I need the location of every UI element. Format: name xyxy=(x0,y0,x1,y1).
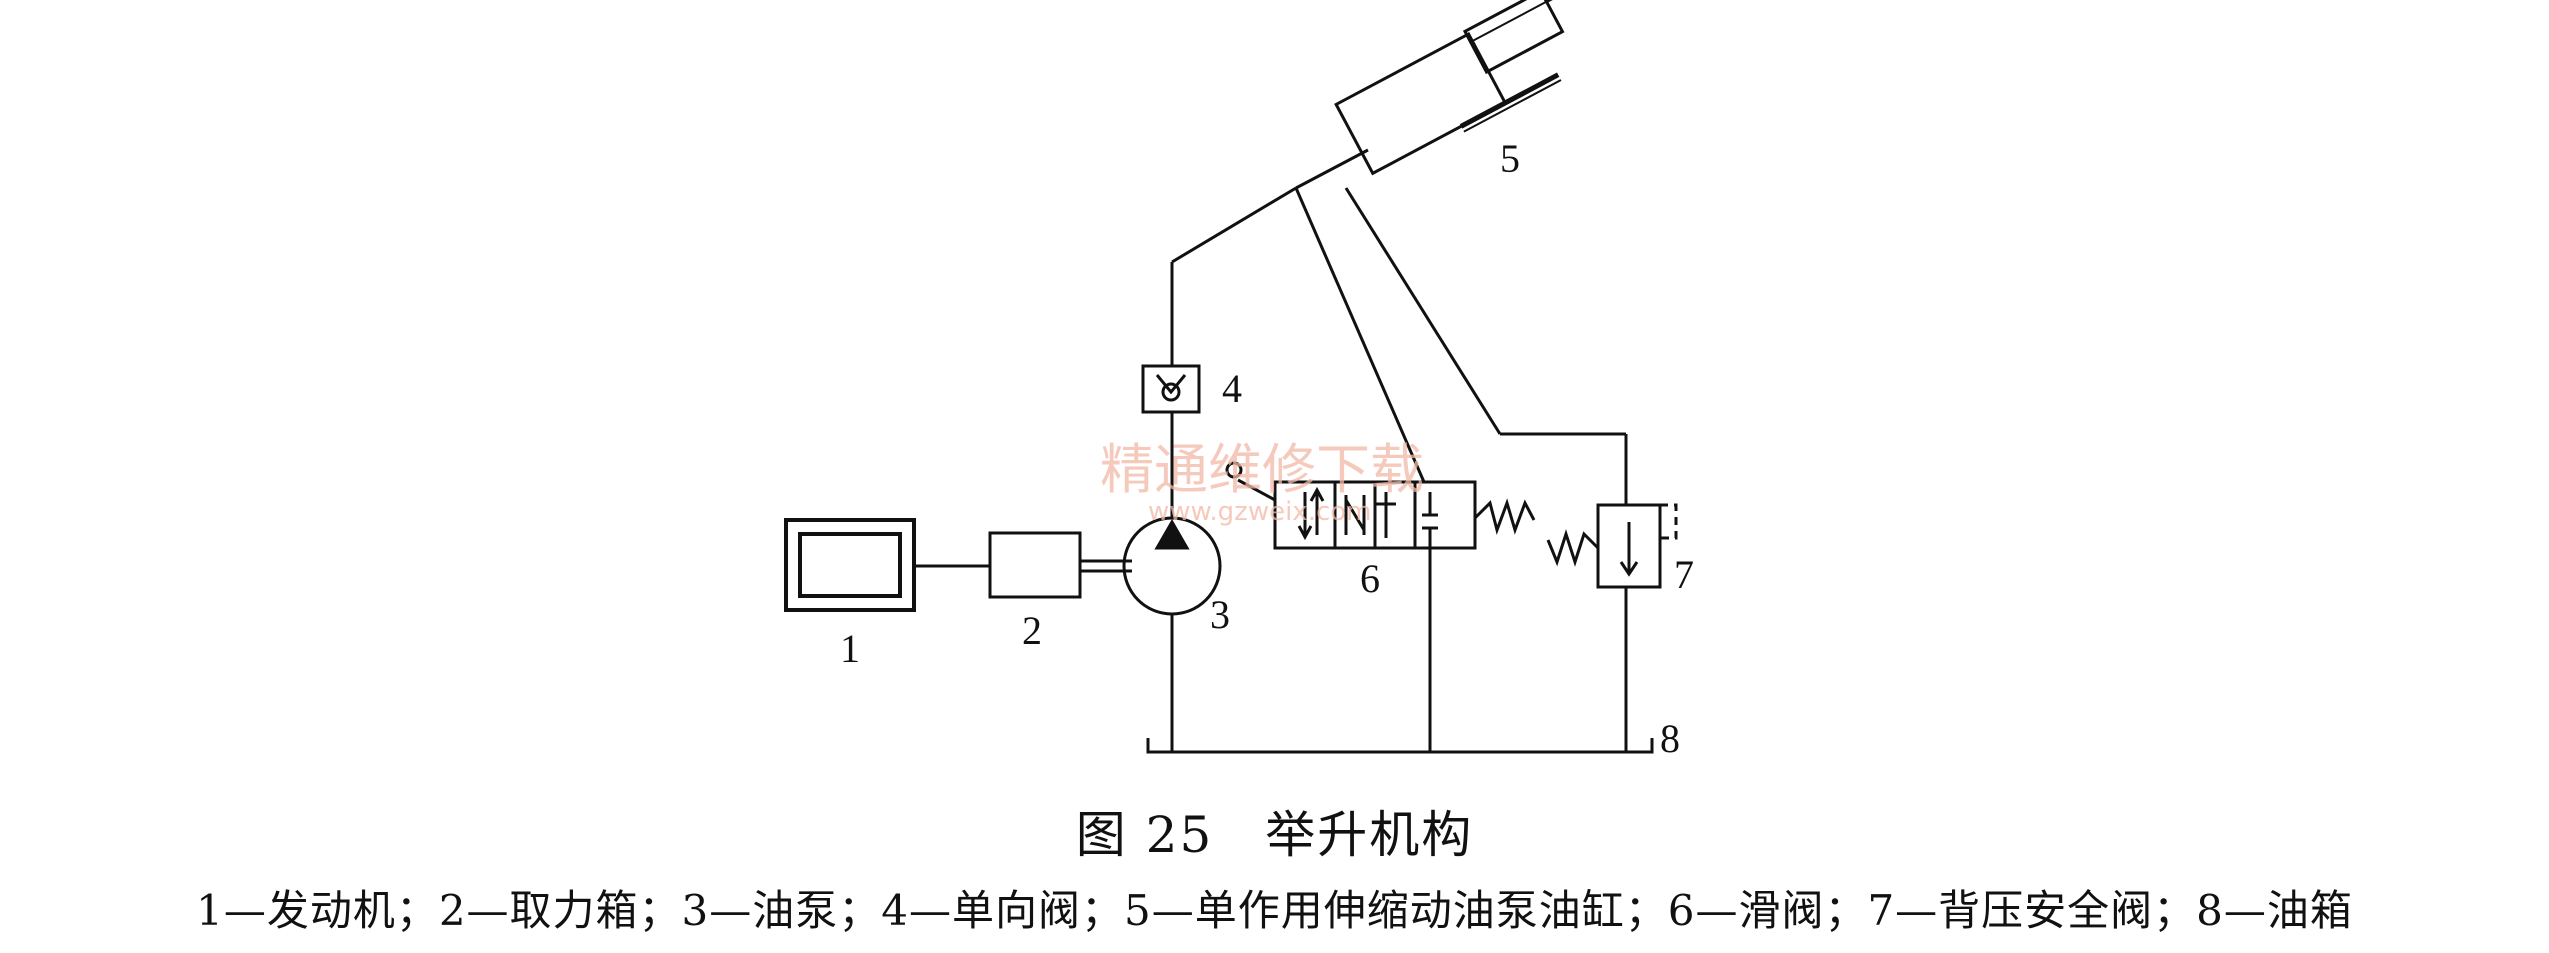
slide-valve-symbol xyxy=(1225,461,1536,550)
pump-symbol xyxy=(1122,516,1222,616)
telescopic-cylinder-symbol xyxy=(1334,0,1646,176)
line-to-junction xyxy=(1171,186,1297,264)
figure-caption: 图 25 举升机构 xyxy=(1075,806,1474,864)
line-cylinder-port-a xyxy=(1295,148,1369,190)
check-valve-symbol xyxy=(1141,364,1201,414)
relief-valve-symbol xyxy=(1546,503,1678,589)
label-check-valve: 4 xyxy=(1222,366,1242,411)
label-slide-valve: 6 xyxy=(1360,556,1380,601)
tank-symbol xyxy=(1146,738,1654,754)
line-cylinder-port-b xyxy=(1344,187,1502,435)
label-pump: 3 xyxy=(1210,592,1230,637)
label-tank: 8 xyxy=(1660,716,1680,761)
watermark-title: 精通维修下载 xyxy=(1100,438,1424,501)
watermark-url: www.gzweix.com xyxy=(1148,497,1372,527)
label-engine: 1 xyxy=(840,626,860,671)
pto-box-symbol xyxy=(988,531,1082,599)
line-to-slide-valve xyxy=(1294,187,1426,483)
engine-symbol xyxy=(784,518,916,612)
label-cylinder: 5 xyxy=(1500,136,1520,181)
figure-legend: 1—发动机；2—取力箱；3—油泵；4—单向阀；5—单作用伸缩动油泵油缸；6—滑阀… xyxy=(196,886,2353,935)
label-pto: 2 xyxy=(1022,608,1042,653)
label-relief-valve: 7 xyxy=(1674,552,1694,597)
